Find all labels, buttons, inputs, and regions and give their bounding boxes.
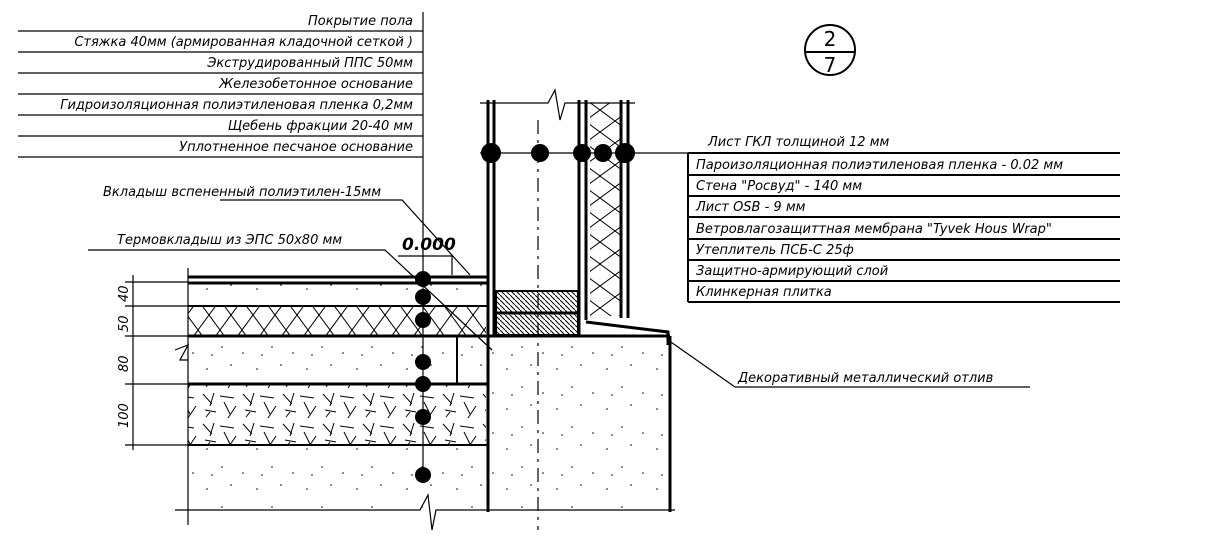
leader-dots bbox=[415, 143, 688, 483]
dimension-label: 50 bbox=[117, 315, 132, 332]
floor-layer-label: Покрытие пола bbox=[308, 14, 413, 29]
floor-layer-label: Щебень фракции 20-40 мм bbox=[228, 119, 413, 134]
wall-layer-label: Пароизоляционная полиэтиленовая пленка -… bbox=[696, 158, 1063, 173]
callout-insert-pe: Вкладыш вспененный полиэтилен-15мм bbox=[103, 185, 471, 276]
wall-layer-label: Ветровлагозащиттная мембрана "Tyvek Hous… bbox=[696, 222, 1052, 237]
wall-layer-label: Стена "Росвуд" - 140 мм bbox=[696, 179, 862, 194]
wall-layer-label: Защитно-армирующий слой bbox=[696, 264, 888, 279]
floor-layer-label: Гидроизоляционная полиэтиленовая пленка … bbox=[60, 98, 413, 113]
wall-layer-label: Утеплитель ПСБ-С 25ф bbox=[696, 243, 854, 258]
section-number: 2 bbox=[824, 27, 837, 51]
dimension-chain: 40 50 80 100 bbox=[117, 275, 188, 450]
floor-layer-label: Уплотненное песчаное основание bbox=[179, 140, 413, 155]
callout-drip: Декоративный металлический отлив bbox=[667, 339, 1030, 388]
floor-layer-label: Железобетонное основание bbox=[218, 77, 413, 92]
dimension-label: 40 bbox=[117, 285, 132, 302]
sheet-number: 7 bbox=[824, 53, 837, 77]
callout-text: Термовкладыш из ЭПС 50х80 мм bbox=[117, 233, 342, 248]
elevation-mark: 0.000 bbox=[398, 235, 456, 275]
floor-layer-label: Стяжка 40мм (армированная кладочной сетк… bbox=[74, 35, 413, 50]
wall-layer-table: Лист ГКЛ толщиной 12 мм Пароизоляционная… bbox=[687, 135, 1120, 303]
dimension-label: 80 bbox=[117, 355, 132, 372]
dimension-label: 100 bbox=[117, 403, 132, 428]
floor-layer-label: Экструдированный ППС 50мм bbox=[206, 56, 413, 71]
elevation-text: 0.000 bbox=[402, 235, 456, 255]
floor-section bbox=[174, 268, 675, 531]
callout-text: Вкладыш вспененный полиэтилен-15мм bbox=[103, 185, 381, 200]
section-marker: 2 7 bbox=[804, 24, 856, 77]
wall-section bbox=[480, 88, 672, 530]
callout-text: Декоративный металлический отлив bbox=[737, 371, 993, 386]
wall-title-label: Лист ГКЛ толщиной 12 мм bbox=[707, 135, 890, 150]
floor-layer-table: Покрытие пола Стяжка 40мм (армированная … bbox=[18, 12, 424, 480]
wall-layer-label: Лист OSB - 9 мм bbox=[695, 200, 806, 215]
wall-layer-label: Клинкерная плитка bbox=[696, 285, 832, 300]
